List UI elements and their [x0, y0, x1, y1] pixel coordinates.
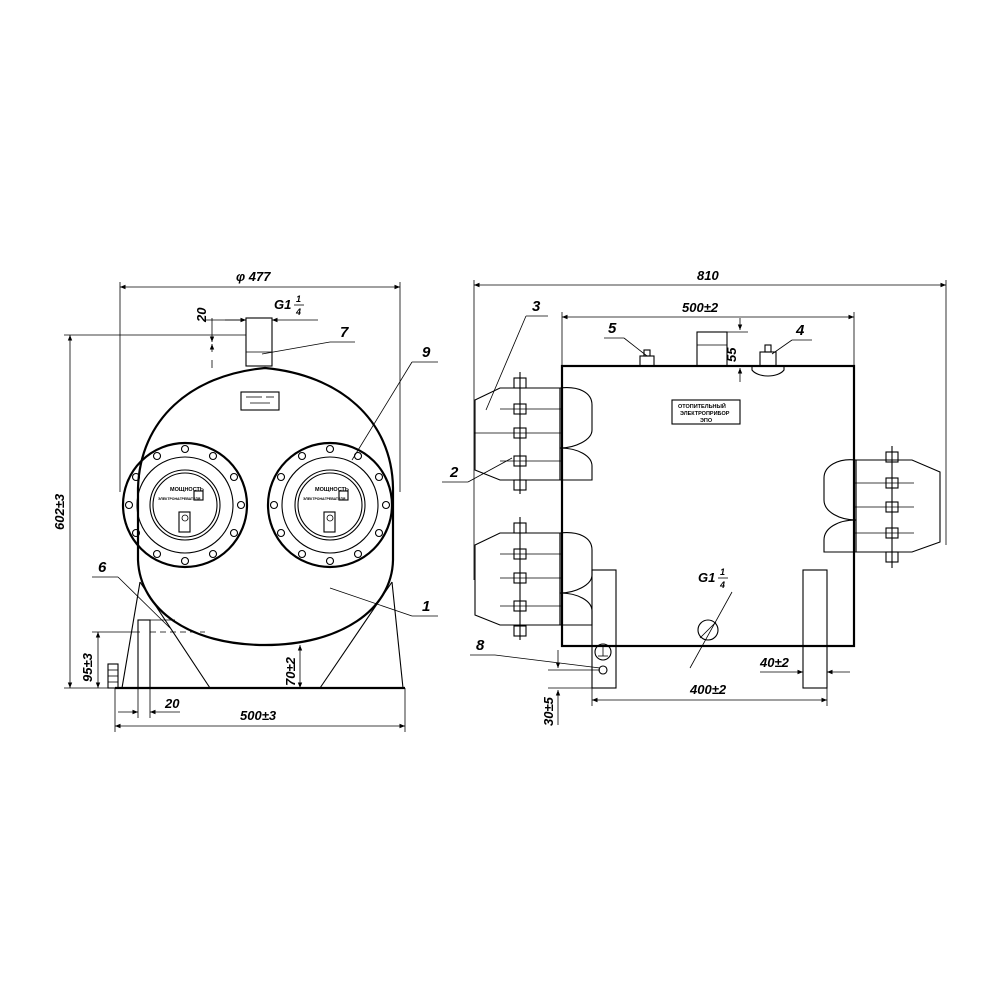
- svg-text:ЭПО: ЭПО: [700, 418, 713, 424]
- svg-text:ЭЛЕКТРОПРИБОР: ЭЛЕКТРОПРИБОР: [680, 411, 730, 417]
- heater-sublabel-2: ЭЛЕКТРОНАГРЕВАТЕЛЯ: [303, 497, 346, 501]
- svg-text:2: 2: [449, 464, 459, 481]
- callout-6: 6: [92, 559, 171, 629]
- heater-sublabel: ЭЛЕКТРОНАГРЕВАТЕЛЯ: [158, 497, 201, 501]
- dim-total-length: 810: [697, 268, 719, 283]
- callout-5: 5: [604, 320, 648, 357]
- flange-bolts-right: [269, 444, 391, 566]
- side-view: ОТОПИТЕЛЬНЫЙ ЭЛЕКТРОПРИБОР ЭПО: [442, 268, 947, 726]
- ground-bolt-icon: [107, 663, 119, 689]
- support-right: [802, 569, 828, 689]
- callout-3: 3: [485, 298, 548, 411]
- ground-terminal-icon: [594, 643, 612, 675]
- svg-text:7: 7: [340, 324, 349, 341]
- dim-drain-thread: G1: [698, 570, 715, 585]
- dim-leg-width: 20: [164, 696, 180, 711]
- stand-legs: [115, 581, 405, 690]
- tank-body: [136, 366, 395, 647]
- heater-label: МОЩНОСТЬ: [170, 487, 204, 493]
- callout-1: 1: [329, 587, 438, 617]
- dim-leg-foot: 95±3: [80, 652, 95, 682]
- heater-flange-left: МОЩНОСТЬ ЭЛЕКТРОНАГРЕВАТЕЛЯ: [121, 441, 249, 569]
- flange-bolts-left: [124, 444, 246, 566]
- support-left: [591, 569, 617, 689]
- top-pipe: [245, 317, 273, 367]
- dim-body-length: 500±2: [682, 300, 719, 315]
- callout-8: 8: [470, 637, 601, 669]
- dim-pipe-offset: 20: [194, 307, 209, 323]
- heater-assembly-lower-left: [474, 517, 593, 640]
- callout-9: 9: [351, 344, 438, 461]
- dim-diameter: φ 477: [236, 269, 271, 284]
- dim-bottom-clearance: 70±2: [283, 656, 298, 686]
- callout-7: 7: [261, 324, 355, 355]
- dim-pipe-thread-den: 4: [295, 307, 301, 317]
- svg-text:5: 5: [608, 320, 617, 337]
- drain-icon: [697, 619, 719, 641]
- svg-text:4: 4: [795, 322, 805, 339]
- fitting-4-icon: [751, 344, 785, 377]
- dim-fitting-height: 55: [724, 347, 739, 362]
- heater-flange-right: МОЩНОСТЬ ЭЛЕКТРОНАГРЕВАТЕЛЯ: [266, 441, 394, 569]
- svg-text:1: 1: [422, 598, 430, 615]
- callout-2: 2: [442, 457, 513, 483]
- tank-nameplate-icon: [240, 391, 280, 411]
- svg-text:ОТОПИТЕЛЬНЫЙ: ОТОПИТЕЛЬНЫЙ: [678, 402, 726, 410]
- heater-assembly-upper-left: [474, 372, 593, 494]
- heater-label-2: МОЩНОСТЬ: [315, 487, 349, 493]
- dim-support-width: 40±2: [759, 655, 790, 670]
- heater-assembly-right: [823, 446, 941, 568]
- svg-text:6: 6: [98, 559, 107, 576]
- dim-drain-den: 4: [719, 580, 725, 590]
- dim-pipe-thread-num: 1: [296, 294, 301, 304]
- svg-text:3: 3: [532, 298, 541, 315]
- side-nameplate: ОТОПИТЕЛЬНЫЙ ЭЛЕКТРОПРИБОР ЭПО: [671, 399, 741, 425]
- dim-ground-offset: 30±5: [541, 696, 556, 726]
- dim-pipe-thread: G1: [274, 297, 291, 312]
- dim-drain-num: 1: [720, 567, 725, 577]
- center-pipe-icon: [696, 331, 728, 367]
- dim-support-spacing: 400±2: [689, 682, 727, 697]
- dim-base-width: 500±3: [240, 708, 277, 723]
- dim-height: 602±3: [52, 493, 67, 530]
- callout-4: 4: [771, 322, 812, 355]
- svg-text:9: 9: [422, 344, 431, 361]
- svg-text:8: 8: [476, 637, 485, 654]
- front-view: МОЩНОСТЬ ЭЛЕКТРОНАГРЕВАТЕЛЯ МОЩНОСТЬ ЭЛЕ…: [52, 269, 438, 732]
